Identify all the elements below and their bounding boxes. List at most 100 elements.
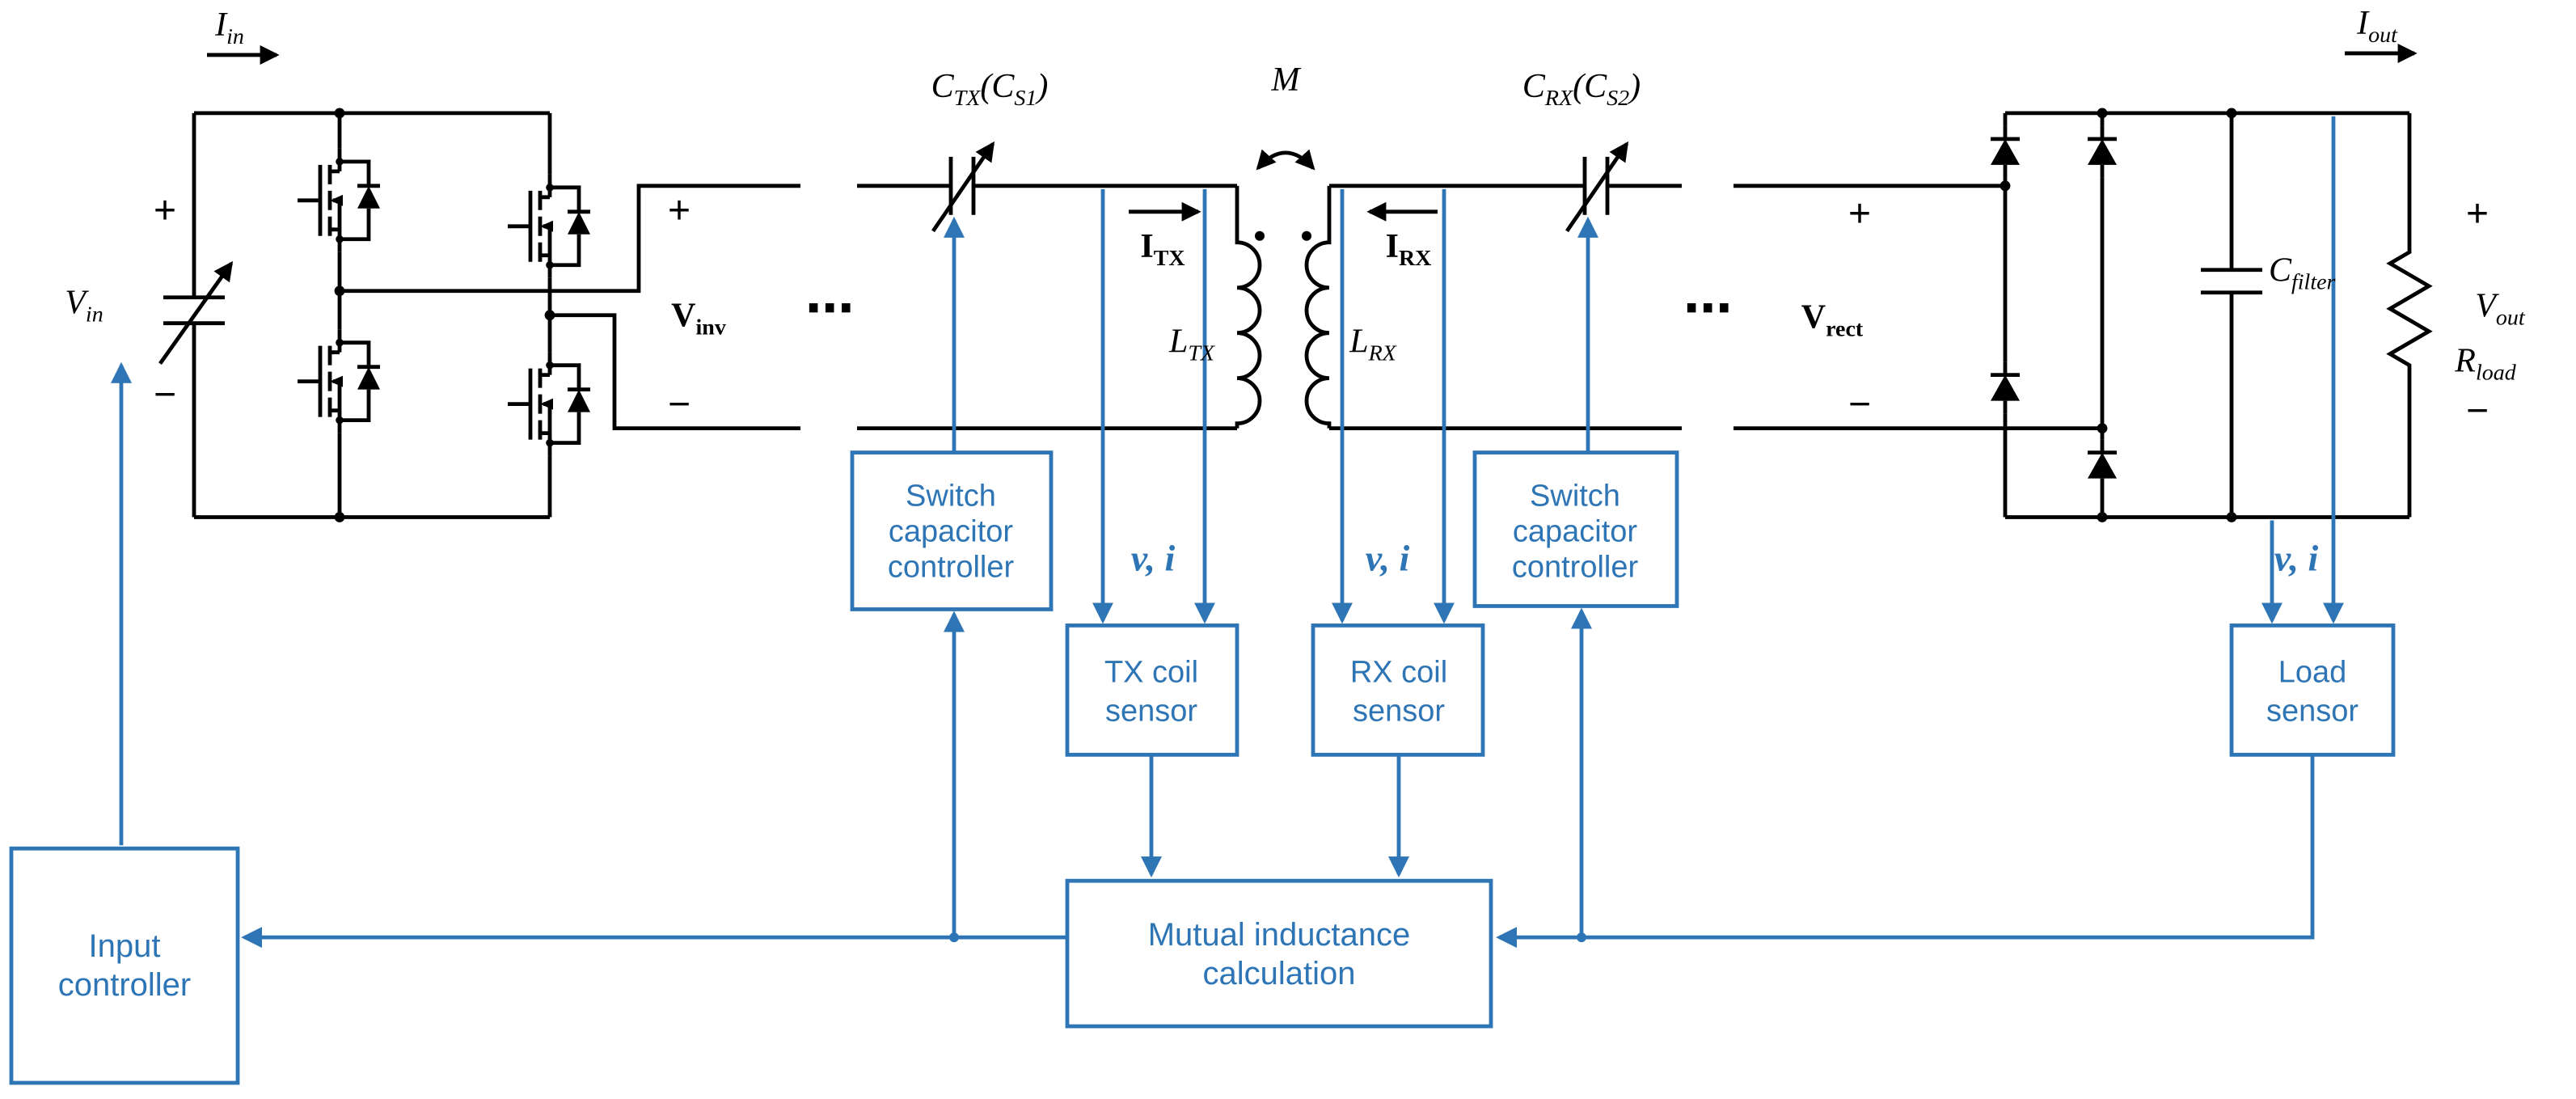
block-switch-capacitor-controller-tx: Switch capacitor controller — [850, 450, 1054, 611]
variable-source-symbol — [163, 295, 225, 326]
block-load-sensor: Load sensor — [2229, 623, 2396, 757]
mutual-coupling-arrow — [1256, 149, 1315, 171]
block-tx-coil-sensor: TX coil sensor — [1065, 623, 1239, 757]
variable-arrow — [931, 141, 995, 233]
label-mutual-m: M — [1271, 61, 1302, 99]
block-frame — [1311, 623, 1485, 757]
block-label: Load — [2278, 655, 2346, 689]
label-r-load: Rload — [2454, 343, 2516, 386]
circuit-labels: Iin Vin + − + Vinv − ⋯ CTX(CS1) ITX LTX … — [65, 5, 2526, 578]
label-c-rx: CRX(CS2) — [1522, 68, 1641, 111]
tx-resonant-tank — [857, 141, 1262, 431]
label-vi-rx: v, i — [1366, 537, 1410, 578]
diode-d3 — [2088, 126, 2117, 178]
blue-junction-dot — [949, 932, 959, 943]
block-label: capacitor — [1513, 515, 1637, 549]
tx-coil — [1235, 185, 1262, 429]
rx-coil — [1304, 185, 1332, 429]
mosfet-q3 — [508, 175, 590, 278]
label-plus-vinv: + — [668, 189, 690, 232]
load-sensor-to-mic — [1496, 755, 2315, 949]
junction-dot — [2097, 108, 2108, 119]
input-source — [158, 44, 280, 518]
label-plus-vout: + — [2466, 192, 2489, 235]
block-frame — [1065, 878, 1493, 1029]
junction-dot — [2097, 423, 2108, 434]
mosfet-q2 — [298, 330, 380, 433]
junction-dot — [334, 512, 345, 522]
mosfet-q4 — [508, 353, 590, 456]
block-label: capacitor — [889, 515, 1013, 549]
block-label: RX coil — [1350, 655, 1447, 689]
mosfet-q1 — [298, 149, 380, 252]
label-minus-vinv: − — [668, 383, 690, 426]
junction-dot — [334, 108, 345, 119]
control-signal-lines — [111, 116, 2344, 949]
label-plus-vrect: + — [1848, 192, 1871, 235]
junction-dot — [2097, 512, 2108, 522]
label-plus-vin: + — [154, 189, 176, 232]
rectifier — [1734, 108, 2409, 522]
block-rx-coil-sensor: RX coil sensor — [1311, 623, 1485, 757]
block-label: controller — [888, 550, 1015, 584]
label-minus-vrect: − — [1848, 383, 1871, 426]
junction-dot — [334, 285, 345, 297]
label-l-tx: LTX — [1168, 323, 1215, 366]
block-input-controller: Input controller — [9, 846, 240, 1085]
filter-capacitor — [2201, 268, 2262, 295]
polarity-dot-tx — [1255, 230, 1265, 241]
inverter-output-wire-top — [340, 184, 800, 294]
block-label: sensor — [2266, 694, 2359, 728]
block-frame — [9, 846, 240, 1085]
blue-junction-dot — [1577, 932, 1586, 943]
full-bridge-inverter — [194, 108, 800, 522]
label-v-in: Vin — [65, 285, 103, 328]
label-v-out: Vout — [2475, 288, 2526, 331]
block-frame — [2229, 623, 2396, 757]
label-v-rect: Vrect — [1801, 299, 1864, 342]
junction-dot — [2226, 512, 2237, 522]
block-switch-capacitor-controller-rx: Switch capacitor controller — [1472, 450, 1679, 608]
block-label: Mutual inductance — [1148, 917, 1411, 953]
label-i-out: Iout — [2356, 5, 2398, 48]
ellipsis-right: ⋯ — [1683, 281, 1732, 337]
variable-arrow — [1565, 141, 1629, 233]
rx-resonant-tank — [1304, 141, 1682, 431]
diode-d1 — [1991, 126, 2020, 178]
block-label: calculation — [1203, 956, 1356, 991]
polarity-dot-rx — [1302, 230, 1311, 241]
load-resistor — [2386, 112, 2433, 518]
label-i-rx: IRX — [1386, 228, 1432, 271]
label-minus-vin: − — [154, 374, 176, 416]
label-vi-load: v, i — [2274, 537, 2319, 578]
ellipsis-left: ⋯ — [805, 281, 854, 337]
block-frame — [850, 450, 1054, 611]
label-minus-vout: − — [2466, 390, 2489, 433]
block-label: controller — [1512, 550, 1639, 584]
label-v-inv: Vinv — [671, 298, 726, 340]
junction-dot — [544, 310, 555, 321]
block-label: Input — [89, 928, 161, 964]
block-label: TX coil — [1104, 655, 1198, 689]
diode-d4 — [2088, 440, 2117, 492]
inverter-output-wire-bottom — [550, 313, 800, 431]
junction-dot — [2000, 180, 2011, 192]
junction-dot — [2226, 108, 2237, 119]
block-label: sensor — [1353, 694, 1445, 728]
variable-arrow — [158, 260, 234, 366]
label-vi-tx: v, i — [1131, 537, 1176, 578]
block-label: controller — [58, 967, 191, 1003]
label-l-rx: LRX — [1349, 323, 1396, 366]
label-i-in: Iin — [214, 6, 244, 49]
label-i-tx: ITX — [1140, 228, 1185, 271]
block-frame — [1065, 623, 1239, 757]
label-c-tx: CTX(CS1) — [931, 68, 1049, 111]
block-frame — [1472, 450, 1679, 608]
transformer-coupling — [1255, 149, 1315, 241]
label-c-filter: Cfilter — [2269, 252, 2336, 295]
block-mutual-inductance-calculation: Mutual inductance calculation — [1065, 878, 1493, 1029]
block-label: Switch — [906, 480, 996, 514]
diode-d2 — [1991, 362, 2020, 414]
block-label: Switch — [1530, 480, 1620, 514]
